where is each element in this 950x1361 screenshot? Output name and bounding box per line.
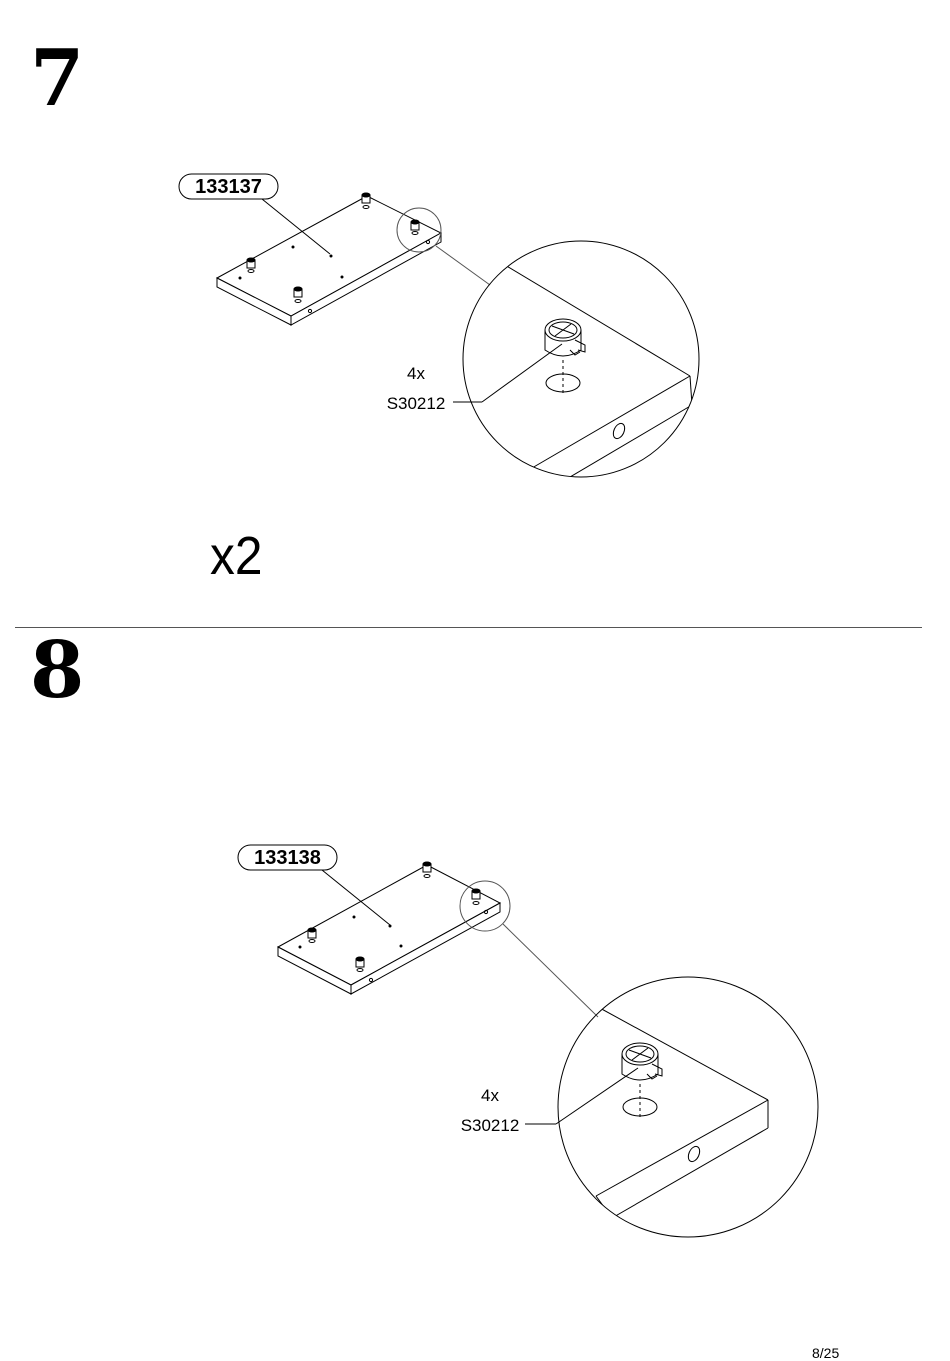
- step-7-fitting-code: S30212: [387, 394, 446, 413]
- step-7-drill-hole: [546, 374, 580, 392]
- step-7-zoom-detail: [463, 241, 699, 490]
- step-7-illustration: [179, 174, 699, 490]
- step-8-fitting-code: S30212: [461, 1116, 520, 1135]
- step-8-drill-hole: [623, 1098, 657, 1116]
- step-7-cam-lock-fitting: [545, 319, 585, 356]
- step-7-panel: [217, 193, 441, 325]
- step-8-part-id: 133138: [254, 847, 321, 869]
- step-8-illustration: [238, 845, 818, 1237]
- step-7-fitting-quantity: 4x: [407, 364, 425, 383]
- page-number: 8/25: [812, 1345, 839, 1361]
- step-8-panel: [278, 862, 500, 994]
- step-7-part-id: 133137: [195, 176, 262, 198]
- step-8-fitting-quantity: 4x: [481, 1086, 499, 1105]
